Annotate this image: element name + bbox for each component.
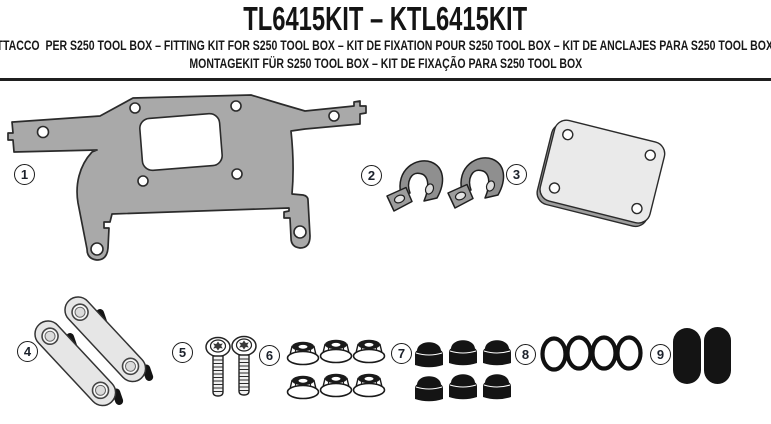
part-4-number-badge: 4 xyxy=(17,341,38,362)
part-5-screws-illustration xyxy=(205,335,257,397)
part-7-number-badge: 7 xyxy=(391,343,412,364)
part-1-number-badge: 1 xyxy=(14,164,35,185)
part-6-flange-nuts-illustration xyxy=(286,338,386,400)
part-6-number-badge: 6 xyxy=(259,345,280,366)
part-2-pipe-clamps-illustration xyxy=(386,157,505,212)
part-3-number-badge: 3 xyxy=(506,164,527,185)
part-4-link-straps-illustration xyxy=(28,286,164,419)
part-7-dome-caps-illustration xyxy=(414,339,512,402)
part-3-backing-plate-illustration xyxy=(536,119,666,228)
subtitle-line-2: MONTAGEKIT FÜR S250 TOOL BOX – KIT DE FI… xyxy=(189,56,582,71)
part-5-number-badge: 5 xyxy=(172,342,193,363)
part-2-number-badge: 2 xyxy=(361,165,382,186)
header-divider xyxy=(0,78,771,81)
part-9-number-badge: 9 xyxy=(650,344,671,365)
part-1-main-bracket-illustration xyxy=(7,94,367,261)
part-8-o-rings-illustration xyxy=(540,335,643,372)
page-title: TL6415KIT – KTL6415KIT xyxy=(243,0,528,37)
part-9-rubber-pads-illustration xyxy=(673,327,731,384)
part-8-number-badge: 8 xyxy=(515,344,536,365)
subtitle-line-1: ATTACCO PER S250 TOOL BOX – FITTING KIT … xyxy=(0,38,771,53)
